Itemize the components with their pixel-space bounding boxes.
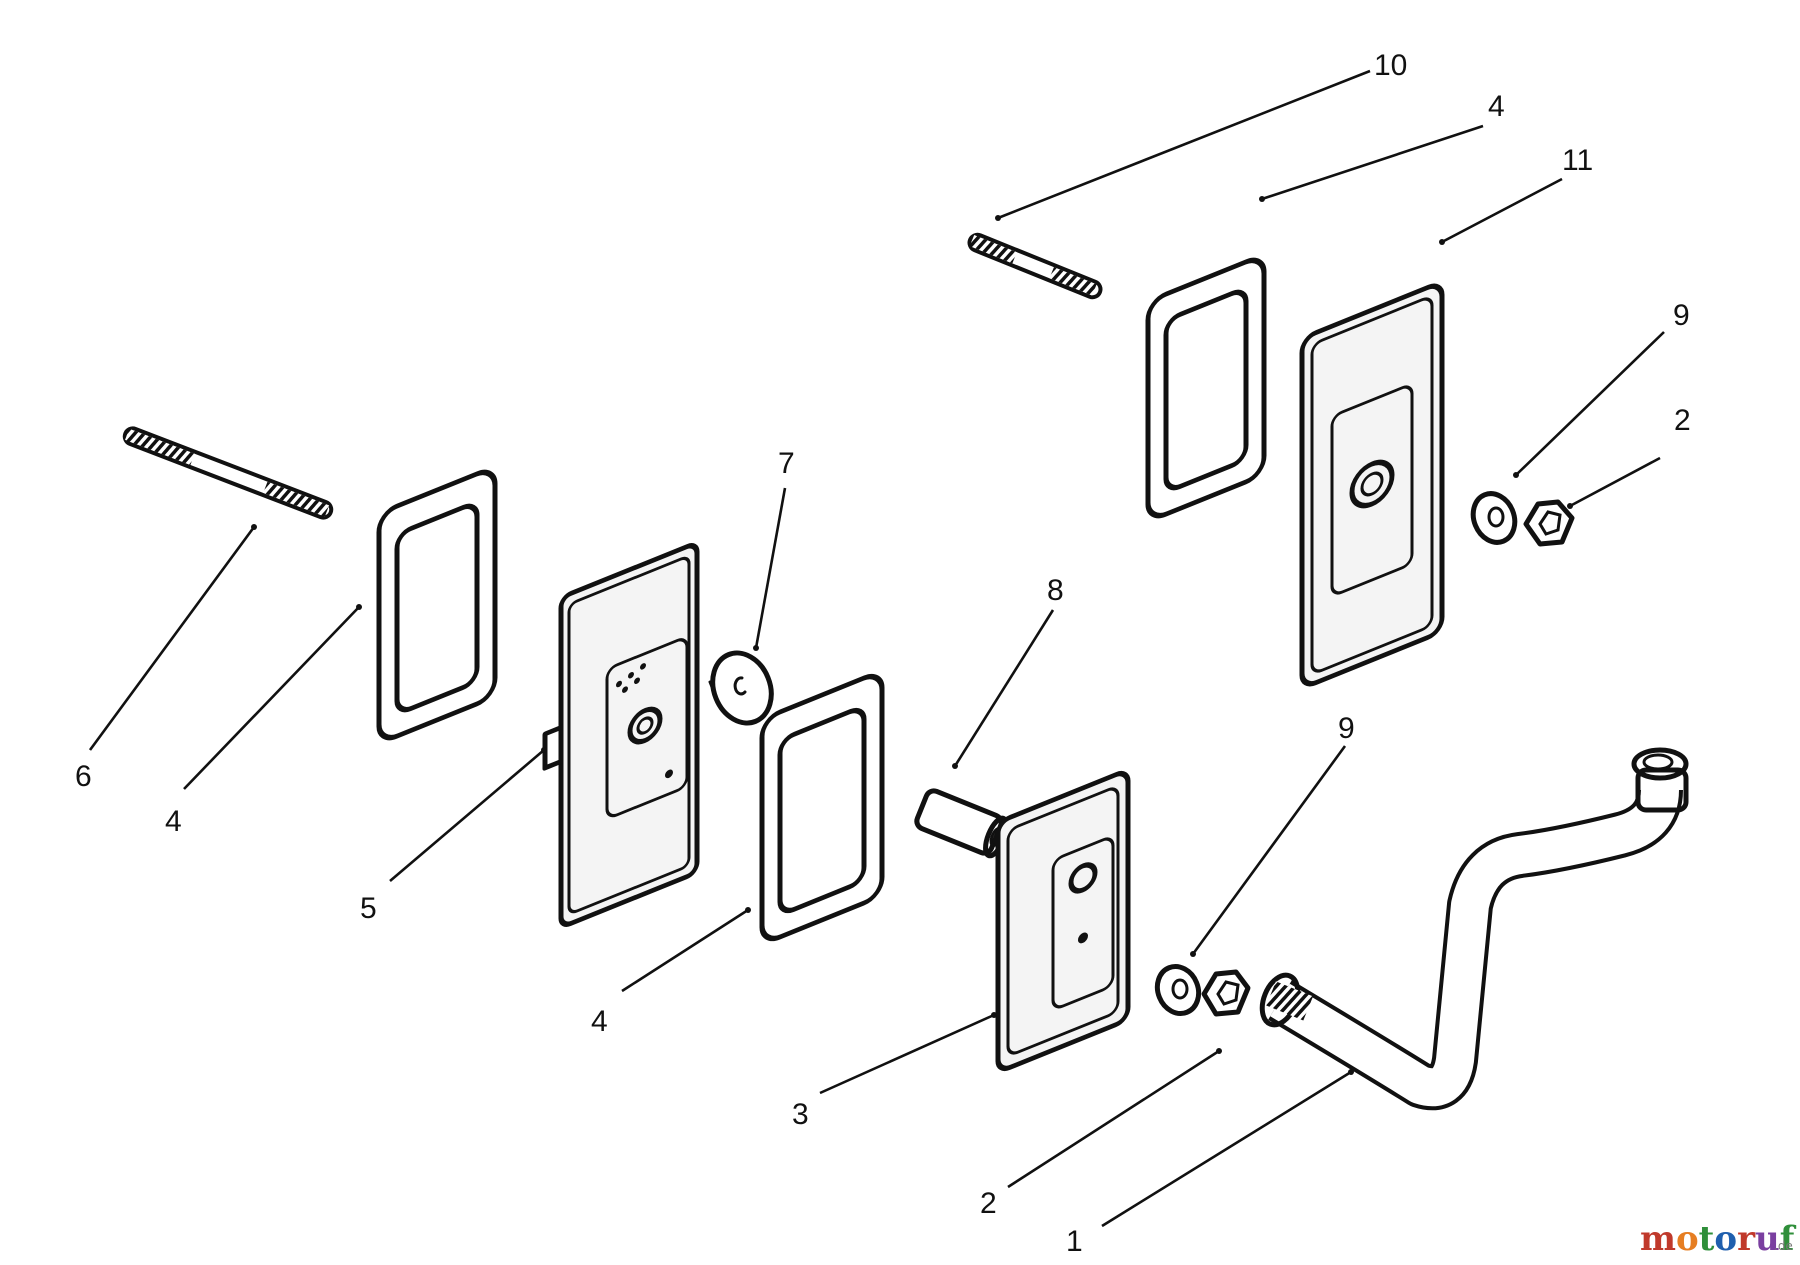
watermark-letter: f (1780, 1219, 1797, 1259)
callout-5: 5 (360, 892, 377, 925)
watermark-letter: u (1755, 1219, 1780, 1259)
bent-pipe-part (1259, 747, 1689, 1111)
washer-part-top (1470, 491, 1518, 545)
gasket-part-middle (759, 673, 885, 942)
callout-6: 6 (75, 760, 92, 793)
gasket-part-top (1145, 257, 1267, 519)
callout-7: 7 (778, 447, 795, 480)
watermark-suffix: .de (1774, 1239, 1793, 1253)
long-stud-part (122, 426, 334, 520)
callout-10: 10 (1374, 49, 1407, 82)
callout-4-left: 4 (165, 805, 182, 838)
gasket-part-left (376, 469, 498, 741)
callout-11: 11 (1562, 144, 1593, 177)
callout-3: 3 (792, 1098, 809, 1131)
callout-4-top: 4 (1488, 90, 1505, 123)
mounting-plate-part (542, 543, 700, 927)
callout-9-bottom: 9 (1338, 712, 1355, 745)
short-stud-part (967, 232, 1103, 300)
watermark-letter: o (1714, 1219, 1737, 1259)
svg-text:motoruf: motoruf (1640, 1219, 1797, 1259)
callout-8: 8 (1047, 574, 1064, 607)
leader-lines (88, 69, 1665, 1228)
plug-part (708, 650, 774, 726)
callout-2-bottom: 2 (980, 1187, 997, 1220)
watermark-letter: m (1640, 1219, 1676, 1259)
callout-1: 1 (1066, 1225, 1083, 1258)
callout-9-top: 9 (1673, 299, 1690, 332)
callout-numbers: 10 4 11 9 2 7 8 9 6 4 5 4 3 2 1 (75, 49, 1691, 1258)
watermark-letter: o (1676, 1219, 1699, 1259)
callout-2-top: 2 (1674, 404, 1691, 437)
cover-plate-part (995, 770, 1131, 1072)
watermark-letter: r (1737, 1219, 1756, 1259)
callout-4-middle: 4 (591, 1005, 608, 1038)
nut-part-top (1523, 499, 1575, 547)
nut-part-bottom (1201, 969, 1251, 1017)
motoruf-watermark-logo: motoruf .de (1640, 1219, 1797, 1259)
gasket-plate-part (1299, 283, 1445, 687)
watermark-letter: t (1699, 1219, 1715, 1259)
washer-part-bottom (1154, 964, 1202, 1016)
